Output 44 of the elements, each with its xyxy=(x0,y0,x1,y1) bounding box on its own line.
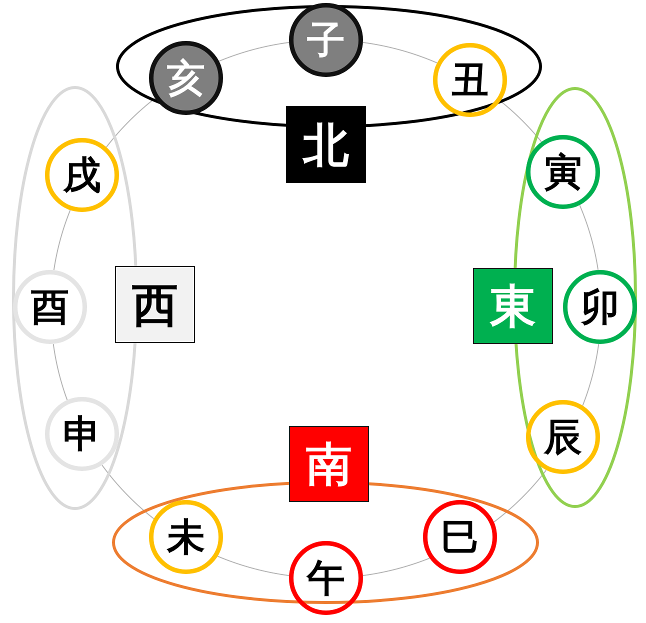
branch-label: 酉 xyxy=(31,288,69,326)
ring-arc xyxy=(102,464,154,520)
circle-node xyxy=(423,500,497,574)
ring-arc xyxy=(217,556,290,576)
ring-arc xyxy=(218,42,290,62)
circle-node xyxy=(13,270,87,344)
branch-label: 辰 xyxy=(544,418,582,456)
branch-label: 丑 xyxy=(451,61,489,99)
branch-label: 亥 xyxy=(167,59,205,97)
circle-node xyxy=(563,270,637,344)
ring-arc xyxy=(579,204,599,270)
direction-label: 北 xyxy=(303,122,349,168)
branch-label: 戌 xyxy=(63,156,101,194)
circle-node xyxy=(433,43,507,117)
branch-label: 卯 xyxy=(581,288,619,326)
branch-label: 巳 xyxy=(441,518,479,556)
ring-arc xyxy=(53,210,71,271)
branch-label: 午 xyxy=(307,559,345,597)
circle-node xyxy=(149,41,223,115)
circle-node xyxy=(45,397,119,471)
ring-arc xyxy=(493,470,547,522)
branch-label: 未 xyxy=(167,518,205,556)
ring-arc xyxy=(106,98,156,148)
ring-arc xyxy=(362,558,430,576)
branch-label: 申 xyxy=(63,415,101,453)
ring-arc xyxy=(582,344,600,406)
ring-arc xyxy=(500,100,542,142)
circle-node xyxy=(526,400,600,474)
circle-node xyxy=(45,138,119,212)
circle-node xyxy=(289,3,363,77)
direction-label: 西 xyxy=(132,282,178,328)
circle-node xyxy=(149,500,223,574)
direction-label: 南 xyxy=(306,441,352,487)
branch-label: 寅 xyxy=(544,153,582,191)
direction-box xyxy=(289,426,369,502)
circle-node xyxy=(526,135,600,209)
ring-arc xyxy=(362,42,438,64)
ring-arc xyxy=(52,344,68,401)
direction-box xyxy=(473,268,553,344)
circle-node xyxy=(289,541,363,615)
direction-box xyxy=(115,266,195,343)
direction-label: 東 xyxy=(490,283,536,329)
direction-box xyxy=(286,106,366,183)
branch-label: 子 xyxy=(307,21,345,59)
